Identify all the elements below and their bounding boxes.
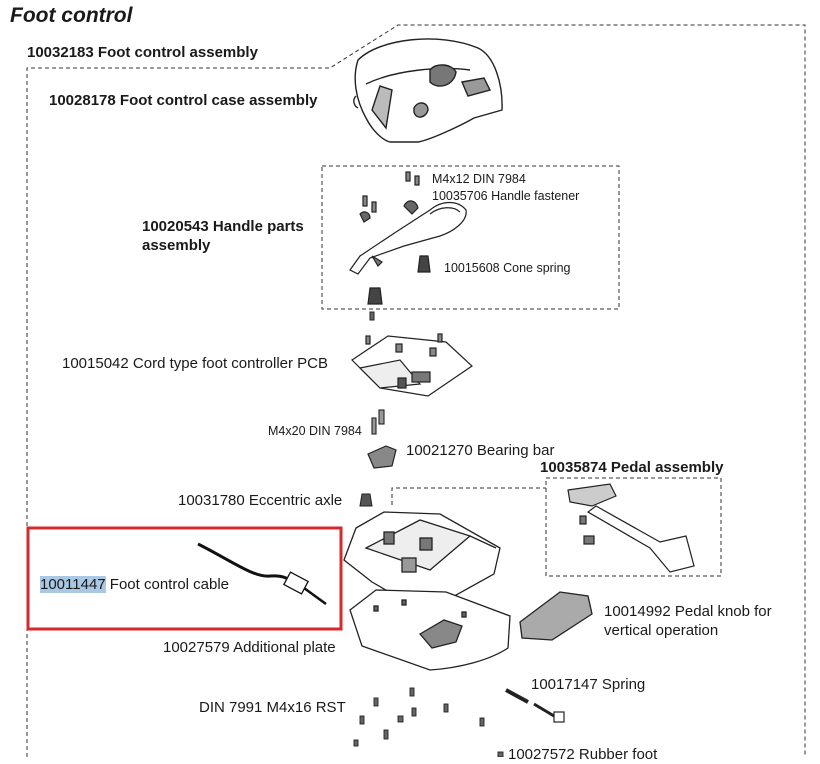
spring-drawing (505, 688, 565, 723)
highlight-box (26, 526, 343, 631)
connector-screw (369, 311, 375, 321)
base-frame-drawing (343, 511, 501, 605)
label-eccentric-axle: 10031780 Eccentric axle (178, 492, 343, 509)
label-pcb: 10015042 Cord type foot controller PCB (62, 355, 328, 372)
pedal-leader-line (391, 487, 546, 505)
label-handle-fastener: 10035706 Handle fastener (432, 189, 580, 203)
label-foot-control-cable: 10011447 Foot control cable (40, 576, 229, 594)
din7991-screws-drawing (353, 687, 504, 757)
label-pedal-assembly: 10035874 Pedal assembly (540, 459, 724, 476)
screw-m4x20-drawing (371, 409, 385, 435)
pedal-assembly-drawing (567, 483, 695, 573)
label-spring: 10017147 Spring (531, 676, 646, 693)
label-additional-plate: 10027579 Additional plate (163, 639, 336, 656)
page-title: Foot control (10, 4, 133, 27)
label-handle-parts-line2: assembly (142, 237, 211, 254)
label-pedal-knob-line2: vertical operation (604, 622, 719, 639)
bearing-bar-drawing (367, 445, 397, 469)
pedal-knob-drawing (519, 591, 593, 641)
pcb-drawing (351, 333, 473, 397)
foot-control-cable-drawing (197, 542, 327, 606)
cable-part-number: 10011447 (40, 576, 106, 593)
label-screw-m4x12: M4x12 DIN 7984 (432, 172, 526, 186)
label-screw-m4x20: M4x20 DIN 7984 (268, 424, 362, 438)
handle-parts-box (321, 165, 620, 310)
label-handle-parts-line1: 10020543 Handle parts (142, 218, 304, 235)
label-screw-din7991: DIN 7991 M4x16 RST (199, 699, 346, 716)
label-foot-control-assembly: 10032183 Foot control assembly (27, 44, 258, 61)
assembly-frame (26, 24, 806, 757)
label-case-assembly: 10028178 Foot control case assembly (49, 92, 318, 109)
additional-plate-drawing (349, 589, 511, 671)
handle-parts-drawing (349, 171, 467, 305)
label-cone-spring: 10015608 Cone spring (444, 261, 571, 275)
foot-control-case-drawing (353, 38, 503, 143)
pedal-assembly-box (545, 477, 722, 577)
cable-part-name: Foot control cable (105, 576, 230, 593)
label-bearing-bar: 10021270 Bearing bar (406, 442, 555, 459)
eccentric-axle-drawing (359, 493, 373, 507)
label-rubber-foot: 10027572 Rubber foot (508, 746, 658, 763)
label-pedal-knob-line1: 10014992 Pedal knob for (604, 603, 772, 620)
